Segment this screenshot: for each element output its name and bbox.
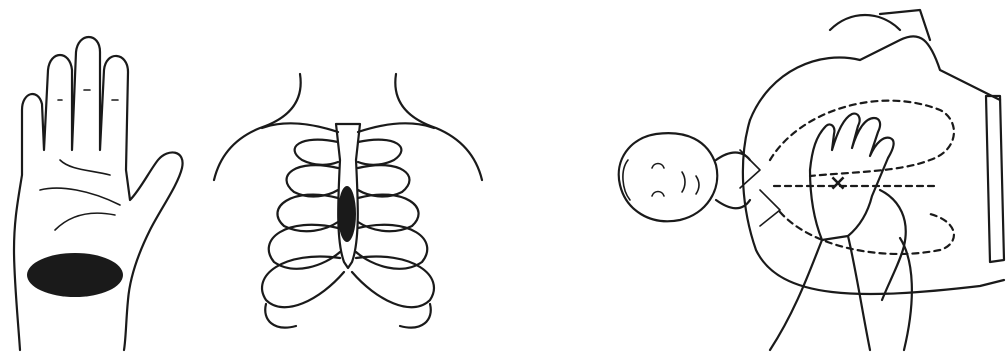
palm-heel-icon	[0, 0, 200, 356]
palm-figure	[0, 0, 200, 356]
compression-point-marker: ×	[829, 171, 847, 196]
cpr-figure: ×	[600, 0, 1008, 356]
lower-sternum-highlight	[338, 186, 356, 242]
heel-of-hand-highlight	[27, 253, 123, 297]
cpr-hand-placement-icon: ×	[600, 0, 1008, 356]
sternum-ribcage-icon	[200, 0, 500, 356]
ribcage-figure	[200, 0, 500, 356]
